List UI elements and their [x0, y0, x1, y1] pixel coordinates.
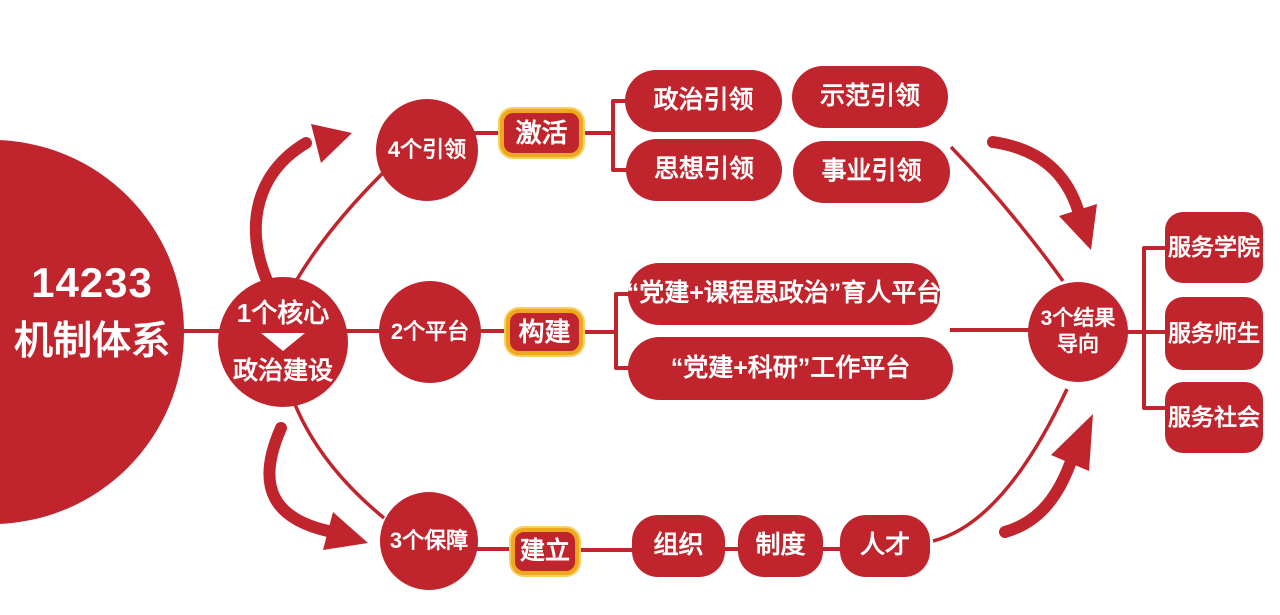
leads-label: 4个引领 [387, 137, 467, 163]
guarantee-circle: 3个保障 [380, 492, 478, 590]
node-system: 制度 [738, 515, 823, 577]
root-title: 机制体系 [13, 319, 170, 363]
result-line1: 3个结果 [1040, 306, 1116, 330]
pill-thought-lead: 思想引领 [626, 139, 782, 201]
pill-serve-society: 服务社会 [1165, 382, 1263, 453]
core-line1: 1个核心 [236, 297, 330, 328]
pill-serve-college: 服务学院 [1165, 212, 1263, 283]
pill-education-platform-label: “党建+课程思政治”育人平台 [626, 279, 942, 308]
platform-circle: 2个平台 [379, 281, 481, 383]
establish-badge: 建立 [511, 528, 579, 575]
arrow-down-right-body [987, 136, 1084, 216]
build-badge: 构建 [506, 309, 583, 355]
arrow-down-left-head [323, 512, 368, 550]
curve-core-guarantees [290, 396, 386, 520]
root-number: 14233 [31, 259, 153, 307]
establish-label: 建立 [519, 536, 570, 565]
core-line2: 政治建设 [232, 357, 333, 386]
pill-demonstration-lead-label: 示范引领 [819, 82, 920, 111]
pill-work-platform-label: “党建+科研”工作平台 [670, 353, 911, 382]
pill-serve-teachers-students: 服务师生 [1165, 297, 1263, 370]
guarantee-label: 3个保障 [389, 528, 469, 554]
arrow-down-right-head [1059, 204, 1097, 250]
node-organization: 组织 [632, 515, 725, 577]
bracket-result-pills [1142, 246, 1166, 410]
pill-political-lead: 政治引领 [625, 70, 782, 132]
arrow-up-right-head [1051, 414, 1093, 471]
leads-circle: 4个引领 [376, 99, 478, 201]
result-line2: 导向 [1057, 333, 1099, 356]
core-circle: 1个核心 政治建设 [218, 277, 348, 407]
build-label: 构建 [518, 316, 571, 347]
platform-label: 2个平台 [390, 319, 470, 345]
arrow-up-left-body [249, 137, 312, 289]
pill-career-lead: 事业引领 [793, 141, 950, 203]
bracket-platform-pills [614, 292, 630, 370]
pill-demonstration-lead: 示范引领 [792, 66, 948, 128]
pill-serve-teachers-students-label: 服务师生 [1168, 320, 1260, 347]
node-system-label: 制度 [755, 531, 806, 560]
pill-work-platform: “党建+科研”工作平台 [628, 337, 953, 400]
bracket-lead-pills [611, 99, 628, 172]
node-organization-label: 组织 [653, 531, 704, 560]
pill-thought-lead-label: 思想引领 [653, 155, 754, 184]
activate-label: 激活 [515, 117, 568, 148]
curve-leads-result [949, 145, 1065, 283]
arrow-up-right-body [999, 458, 1076, 538]
pill-career-lead-label: 事业引领 [821, 157, 922, 186]
arrow-up-left-head [311, 124, 352, 163]
pill-serve-college-label: 服务学院 [1168, 234, 1260, 261]
triangle-down-icon [261, 333, 305, 352]
node-talent: 人才 [840, 515, 930, 577]
curve-guarantees-result [932, 388, 1069, 543]
curve-core-leads [294, 163, 393, 282]
arrow-down-left-body [263, 422, 334, 537]
pill-serve-society-label: 服务社会 [1168, 404, 1260, 431]
pill-education-platform: “党建+课程思政治”育人平台 [626, 263, 942, 325]
node-talent-label: 人才 [859, 531, 910, 560]
pill-political-lead-label: 政治引领 [653, 86, 754, 115]
activate-badge: 激活 [500, 109, 583, 157]
result-circle: 3个结果 导向 [1028, 282, 1128, 382]
